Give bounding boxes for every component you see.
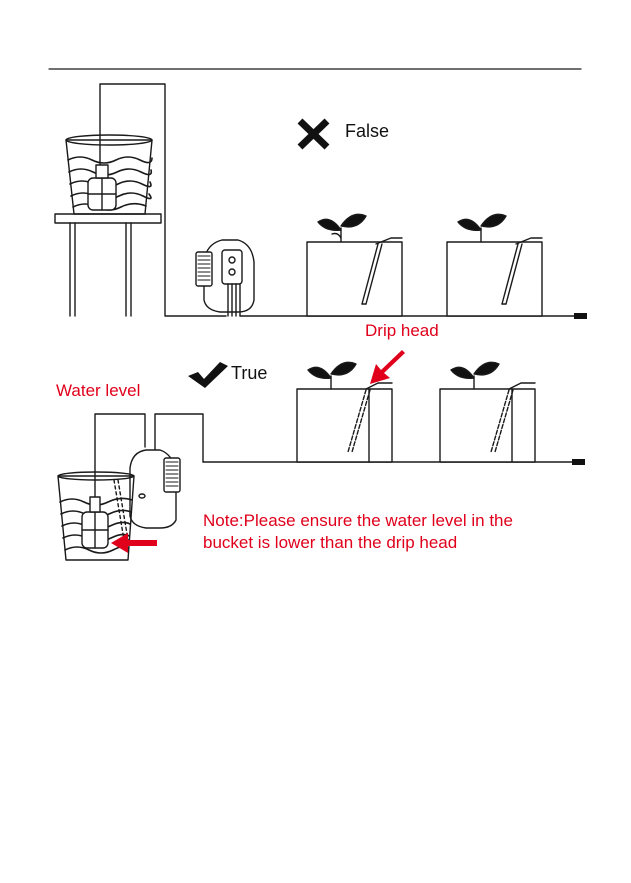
true-line-end-cap bbox=[572, 459, 585, 465]
pot-top-1 bbox=[307, 214, 402, 316]
table bbox=[55, 214, 161, 316]
note-line-1: Note:Please ensure the water level in th… bbox=[203, 510, 563, 532]
false-label: False bbox=[345, 122, 389, 140]
true-label: True bbox=[231, 364, 267, 382]
pot-bottom-2 bbox=[440, 362, 535, 462]
pot-top-2 bbox=[447, 214, 542, 316]
false-line-end-cap bbox=[574, 313, 587, 319]
water-level-label: Water level bbox=[56, 382, 140, 399]
note-text: Note:Please ensure the water level in th… bbox=[203, 510, 563, 554]
drip-head-arrow bbox=[370, 350, 405, 384]
check-icon bbox=[188, 362, 228, 388]
timer-top bbox=[196, 240, 254, 316]
note-line-2: bucket is lower than the drip head bbox=[203, 532, 563, 554]
timer-bottom bbox=[130, 450, 180, 528]
false-setup bbox=[55, 84, 587, 319]
cross-icon bbox=[300, 121, 327, 147]
bucket-on-table bbox=[66, 135, 152, 214]
drip-head-label: Drip head bbox=[365, 322, 439, 339]
